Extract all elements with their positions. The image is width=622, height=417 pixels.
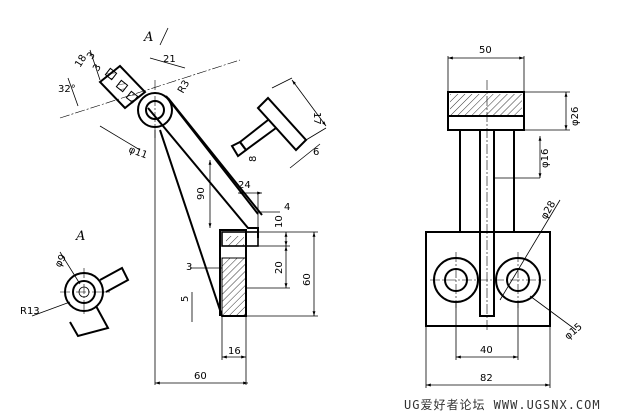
dim-phi16: φ16 — [540, 149, 551, 168]
small-leader-r13 — [31, 301, 71, 317]
pin-shank — [238, 119, 277, 152]
section-arrow — [159, 27, 169, 46]
base-hatch — [221, 257, 247, 317]
dim-40: 40 — [480, 345, 493, 356]
dim-24: 24 — [238, 180, 251, 191]
pin-dim-6: 6 — [313, 147, 319, 158]
small-leader-phi9 — [59, 251, 81, 285]
pin-dim-line-6 — [289, 143, 321, 169]
dim-phi26: φ26 — [570, 107, 581, 126]
watermark: UG爱好者论坛 WWW.UGSNX.COM — [404, 398, 601, 412]
pin-dim-8: 8 — [248, 156, 259, 162]
dim-3b: 3 — [91, 62, 104, 73]
leader-phi15 — [529, 295, 577, 331]
right-view: 50 φ26 φ16 φ28 φ15 40 82 — [425, 45, 585, 388]
dim-16: 16 — [228, 346, 241, 357]
dim-90: 90 — [196, 187, 207, 200]
pin-dim-17: 17 — [311, 112, 322, 125]
dim-60-vertical: 60 — [302, 273, 313, 286]
left-dimension-lines — [67, 49, 318, 385]
inclined-arm — [147, 95, 259, 238]
left-view: A 32° 18 3 — [58, 27, 318, 385]
clamp-hatch-2 — [115, 79, 129, 93]
small-dim-phi9: φ9 — [53, 253, 69, 270]
dim-21: 21 — [163, 54, 176, 65]
base-top-hatch — [226, 236, 244, 246]
center-line-a — [59, 59, 241, 119]
dim-3a: 3 — [85, 50, 98, 61]
clamp-hatch-3 — [125, 90, 139, 104]
pin-dim-line-2 — [305, 127, 327, 141]
dim-82: 82 — [480, 373, 493, 384]
small-dim-r13: R13 — [20, 306, 40, 317]
dim-3c: 3 — [186, 262, 192, 273]
section-label-a: A — [143, 30, 153, 45]
pin-dim-line-1 — [271, 77, 293, 89]
dim-50: 50 — [479, 45, 492, 56]
dim-phi11: φ11 — [127, 144, 149, 161]
base-block — [425, 231, 551, 327]
dim-phi15: φ15 — [563, 321, 585, 342]
small-tab-1 — [99, 266, 130, 293]
dim-angle: 32° — [58, 84, 76, 95]
right-dimension-lines — [425, 56, 577, 388]
dim-10: 10 — [274, 215, 285, 228]
small-view-label: A — [75, 229, 85, 244]
dim-phi28: φ28 — [539, 199, 558, 221]
dim-60-horizontal: 60 — [194, 371, 207, 382]
pin-detail: 17 6 8 — [230, 77, 327, 169]
dim-20: 20 — [274, 261, 285, 274]
leader-phi28 — [499, 199, 561, 301]
top-cylinder-hatch — [450, 94, 522, 116]
dim-r3: R3 — [176, 78, 192, 95]
arm-edge — [167, 97, 263, 216]
pin-dim-line-17 — [291, 79, 327, 127]
small-tab-2 — [69, 305, 110, 338]
clamp-hatch-1 — [104, 67, 118, 81]
dim-5: 5 — [180, 296, 191, 302]
small-view-a: A φ9 R13 — [20, 229, 130, 338]
pin-head — [256, 96, 308, 152]
pin-tip — [230, 140, 248, 158]
dim-4: 4 — [284, 202, 290, 213]
